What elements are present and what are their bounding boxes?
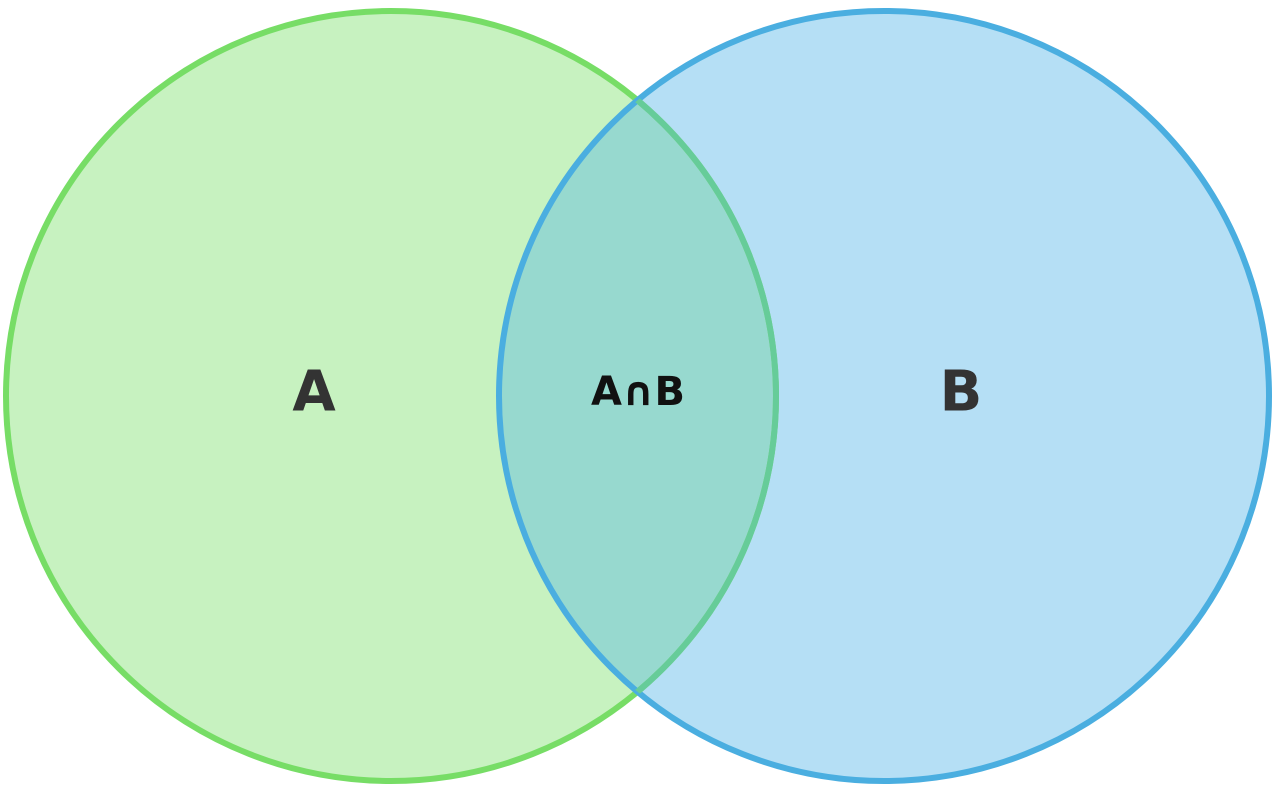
set-a-label: A <box>292 360 336 425</box>
intersection-label: A∩B <box>591 369 685 415</box>
set-b-label: B <box>940 360 983 425</box>
set-b-outline <box>496 8 1272 784</box>
intersection-outline <box>499 11 779 781</box>
intersection-region <box>499 11 776 781</box>
